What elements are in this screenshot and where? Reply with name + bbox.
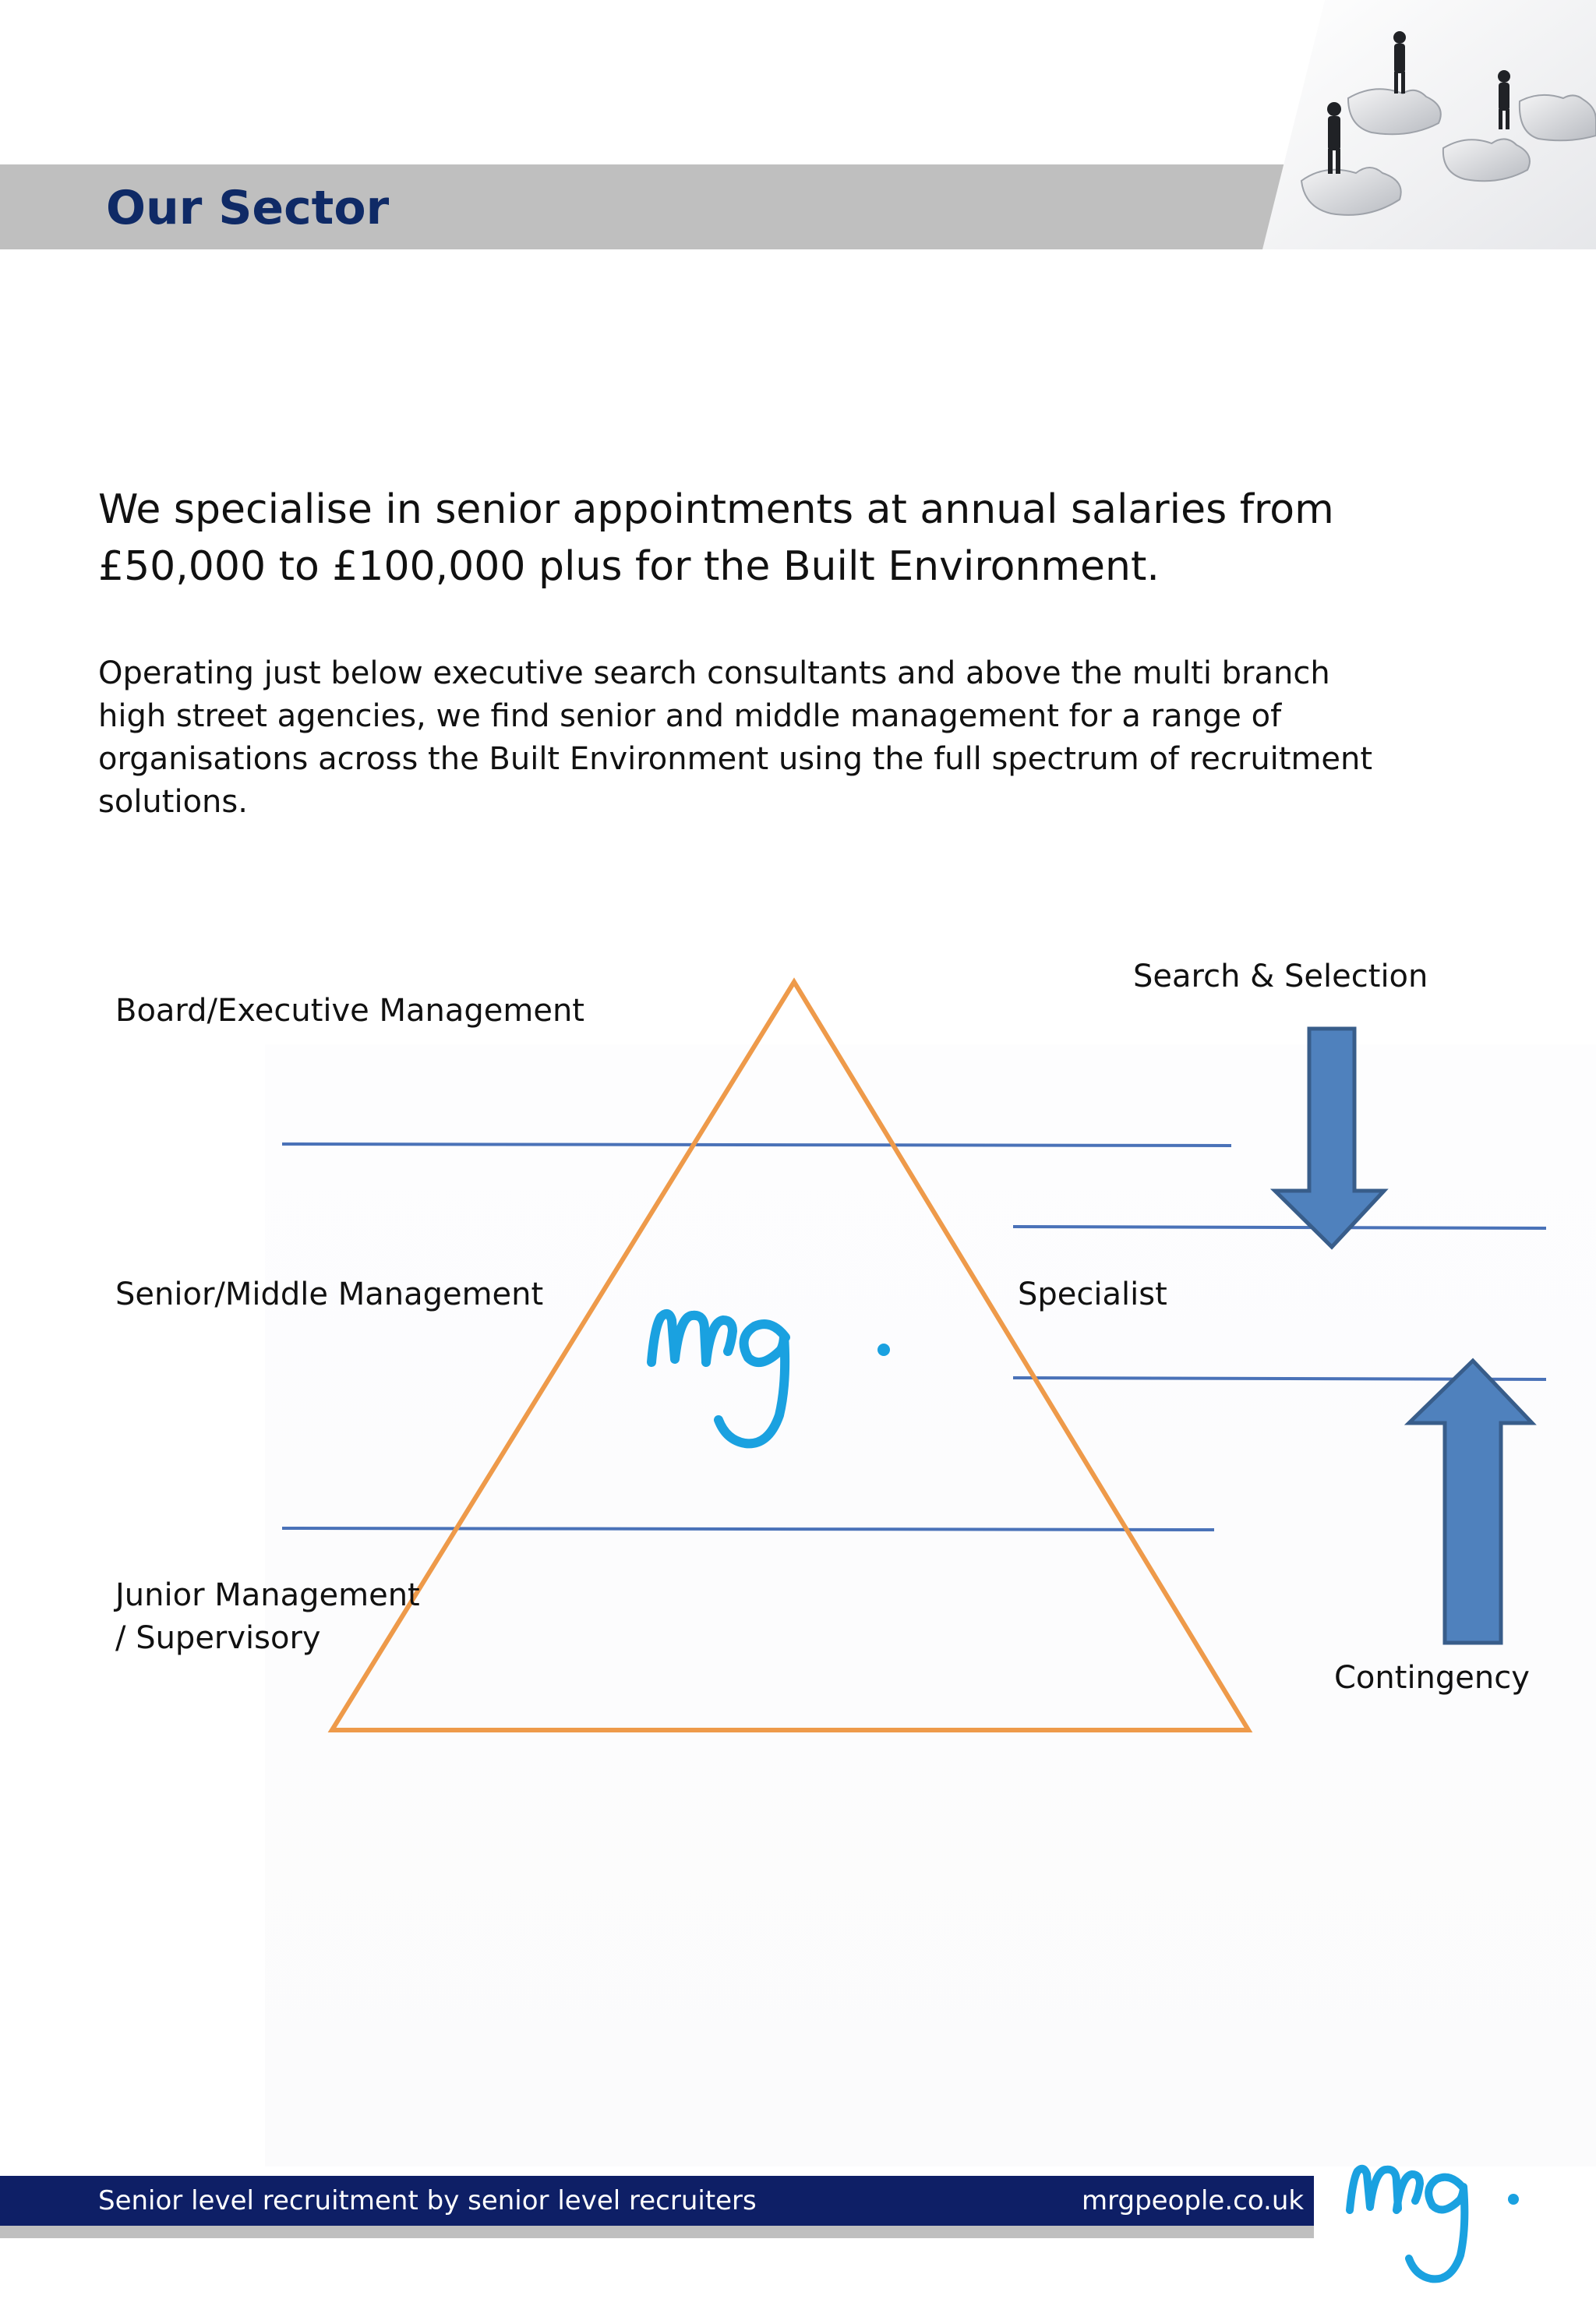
footer-underline	[0, 2226, 1314, 2238]
business-people-on-puzzle-pieces-photo	[1262, 0, 1596, 249]
method-search-selection: Search & Selection	[1133, 959, 1428, 994]
method-specialist: Specialist	[1018, 1277, 1167, 1312]
diagram-background	[265, 1044, 1596, 2167]
level-board-executive: Board/Executive Management	[115, 993, 584, 1029]
footer-tagline: Senior level recruitment by senior level…	[98, 2185, 757, 2216]
method-contingency: Contingency	[1334, 1660, 1530, 1696]
level-senior-middle: Senior/Middle Management	[115, 1277, 544, 1312]
mrg-logo-footer	[1346, 2164, 1519, 2283]
lead-statement: We specialise in senior appointments at …	[98, 486, 1334, 590]
level-junior-supervisory: Junior Management / Supervisory	[115, 1577, 420, 1656]
footer-website-link[interactable]: mrgpeople.co.uk	[1082, 2185, 1305, 2216]
page-title: Our Sector	[106, 181, 390, 235]
footer-band	[0, 2176, 1314, 2226]
intro-paragraph: Operating just below executive search co…	[98, 655, 1373, 820]
